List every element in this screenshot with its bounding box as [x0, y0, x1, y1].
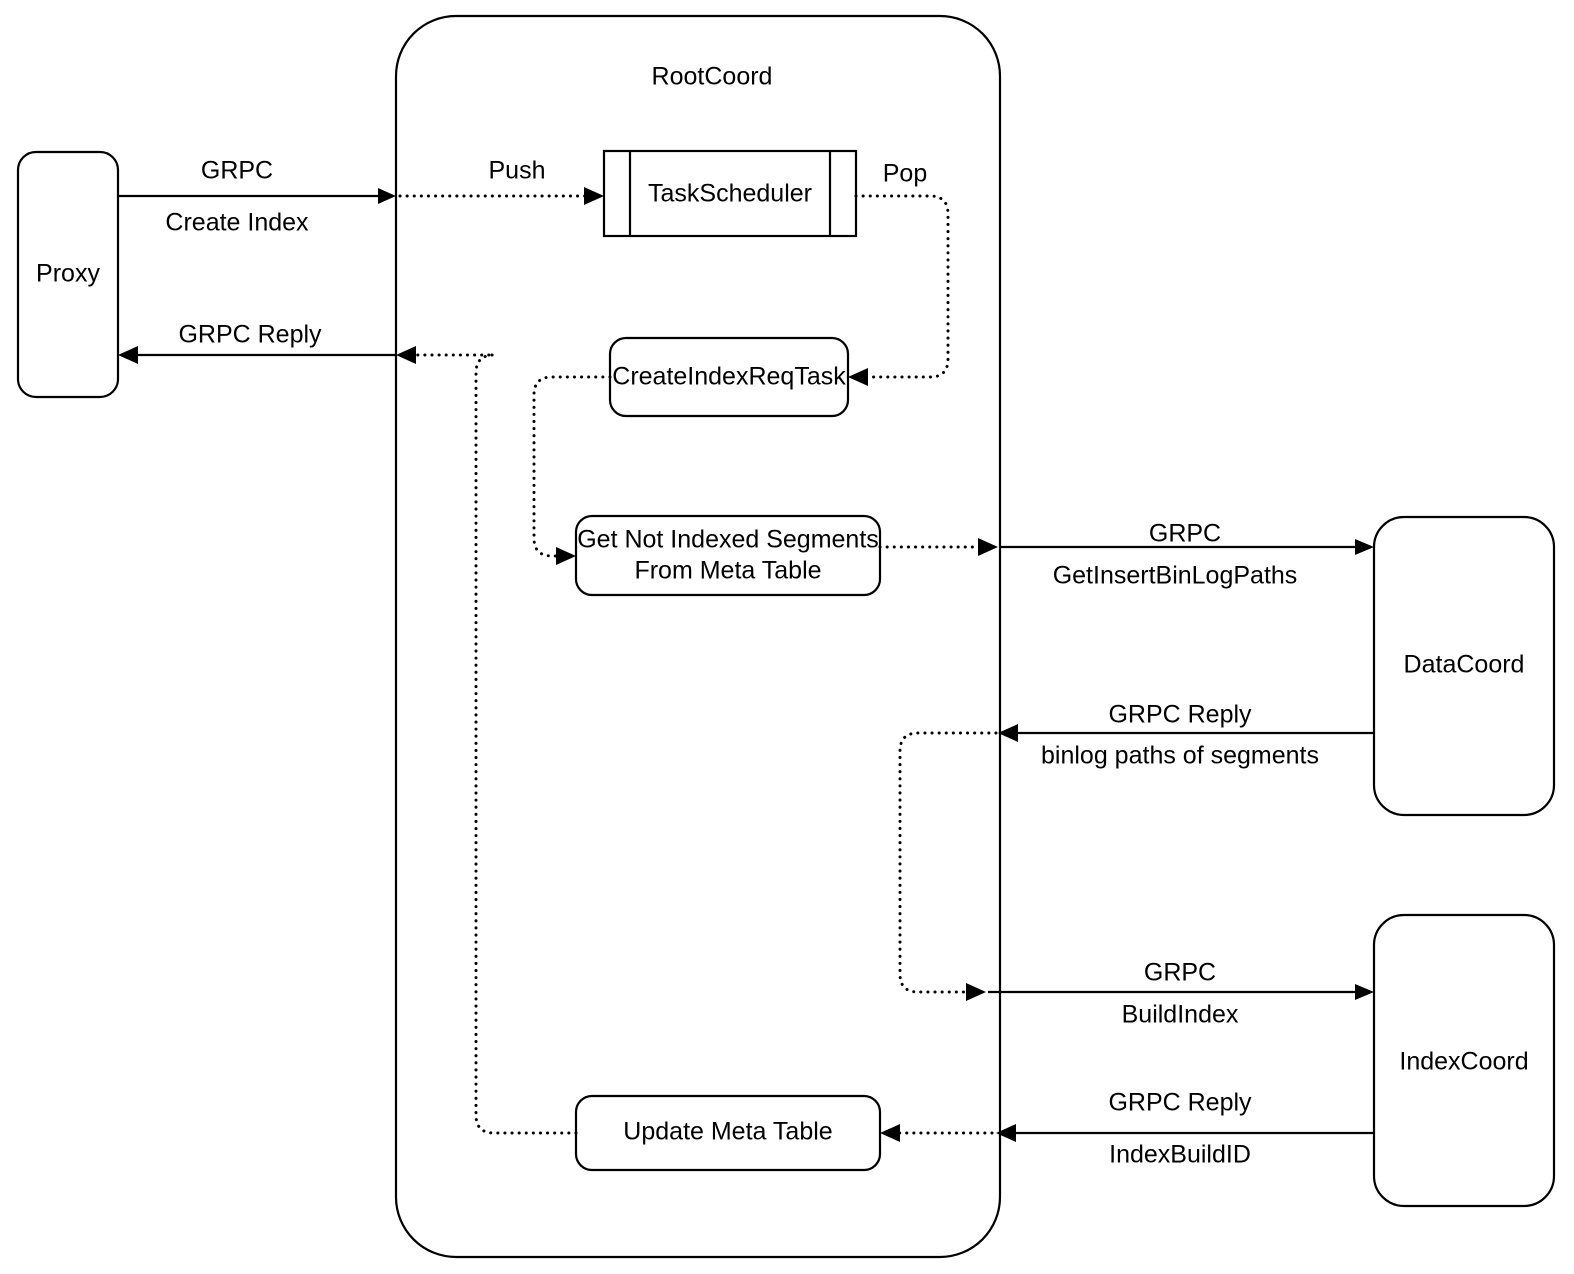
get-not-indexed-segments-label-line1: Get Not Indexed Segments [577, 526, 879, 554]
indexcoord-box [1372, 913, 1556, 1208]
edge-task-to-get-segments-arrowhead [556, 547, 576, 565]
edge-pop-label: Pop [883, 160, 927, 188]
edge-proxy-to-rootcoord-label-bottom: Create Index [165, 209, 309, 237]
edge-push-arrowhead [584, 187, 604, 205]
edge-datacoord-to-rootcoord-label-bottom: binlog paths of segments [1041, 742, 1319, 770]
edge-task-to-get-segments-line [532, 375, 612, 558]
get-not-indexed-segments-label-line2: From Meta Table [634, 557, 821, 585]
rootcoord-container-outline [394, 14, 1002, 1259]
edge-rootcoord-to-proxy[interactable]: GRPC Reply [118, 321, 396, 364]
task-scheduler-label: TaskScheduler [648, 180, 812, 208]
edge-binlog-to-buildindex-line [898, 731, 998, 994]
edge-rootcoord-to-datacoord-label-top: GRPC [1149, 520, 1221, 548]
edge-boundary-to-update-meta-arrowhead [880, 1124, 900, 1142]
indexcoord-node[interactable]: IndexCoord [1372, 913, 1556, 1208]
rootcoord-label: RootCoord [652, 63, 773, 91]
edge-binlog-to-buildindex-arrowhead [966, 983, 986, 1001]
proxy-node[interactable]: Proxy [16, 150, 120, 399]
task-scheduler-node[interactable]: TaskScheduler [602, 149, 858, 238]
edge-indexcoord-to-rootcoord[interactable]: GRPC Reply IndexBuildID [996, 1089, 1374, 1169]
proxy-box [16, 150, 120, 399]
edge-push[interactable]: Push [398, 157, 604, 205]
create-index-req-task-node[interactable]: CreateIndexReqTask [608, 336, 850, 418]
edge-datacoord-to-rootcoord[interactable]: GRPC Reply binlog paths of segments [998, 701, 1374, 770]
create-index-req-task-label: CreateIndexReqTask [612, 363, 846, 391]
edge-datacoord-to-rootcoord-label-top: GRPC Reply [1108, 701, 1252, 729]
edge-rootcoord-to-datacoord-label-bottom: GetInsertBinLogPaths [1053, 562, 1298, 590]
edge-rootcoord-to-datacoord-arrowhead [1355, 539, 1374, 555]
edge-indexcoord-to-rootcoord-arrowhead [996, 1124, 1016, 1142]
edge-rootcoord-to-indexcoord-label-bottom: BuildIndex [1122, 1001, 1239, 1029]
edge-update-meta-to-reply[interactable] [396, 346, 578, 1135]
task-scheduler-box [602, 149, 858, 238]
edge-proxy-to-rootcoord[interactable]: GRPC Create Index [118, 157, 396, 237]
edge-boundary-to-update-meta[interactable] [880, 1124, 994, 1142]
edge-get-segments-to-boundary-arrowhead [978, 538, 998, 556]
edge-task-to-get-segments[interactable] [532, 375, 612, 565]
edge-rootcoord-to-datacoord[interactable]: GRPC GetInsertBinLogPaths [1000, 520, 1374, 590]
proxy-label: Proxy [36, 260, 100, 288]
edge-push-label: Push [489, 157, 546, 185]
edge-update-meta-to-reply-arrowhead [396, 346, 416, 364]
edge-proxy-to-rootcoord-arrowhead [378, 188, 396, 204]
edge-indexcoord-to-rootcoord-label-top: GRPC Reply [1108, 1089, 1252, 1117]
edge-rootcoord-to-indexcoord-arrowhead [1355, 984, 1374, 1000]
get-not-indexed-segments-box [574, 514, 882, 597]
edge-update-meta-to-reply-line [410, 353, 578, 1135]
rootcoord-container[interactable]: RootCoord [394, 14, 1002, 1259]
indexcoord-label: IndexCoord [1399, 1048, 1528, 1076]
datacoord-box [1372, 515, 1556, 817]
get-not-indexed-segments-node[interactable]: Get Not Indexed Segments From Meta Table [574, 514, 882, 597]
edge-pop-line [854, 194, 950, 379]
edge-datacoord-to-rootcoord-arrowhead [998, 724, 1018, 742]
update-meta-table-label: Update Meta Table [623, 1118, 832, 1146]
edge-rootcoord-to-proxy-arrowhead [118, 346, 138, 364]
edge-pop[interactable]: Pop [848, 160, 950, 386]
edge-binlog-to-buildindex[interactable] [898, 731, 998, 1001]
datacoord-node[interactable]: DataCoord [1372, 515, 1556, 817]
edge-pop-arrowhead [848, 368, 868, 386]
edge-get-segments-to-boundary[interactable] [878, 538, 998, 556]
edge-rootcoord-to-indexcoord[interactable]: GRPC BuildIndex [988, 959, 1374, 1029]
update-meta-table-node[interactable]: Update Meta Table [574, 1094, 882, 1172]
datacoord-label: DataCoord [1404, 651, 1525, 679]
edge-proxy-to-rootcoord-label-top: GRPC [201, 157, 273, 185]
edge-rootcoord-to-proxy-label-top: GRPC Reply [178, 321, 322, 349]
edge-indexcoord-to-rootcoord-label-bottom: IndexBuildID [1109, 1141, 1251, 1169]
edge-rootcoord-to-indexcoord-label-top: GRPC [1144, 959, 1216, 987]
